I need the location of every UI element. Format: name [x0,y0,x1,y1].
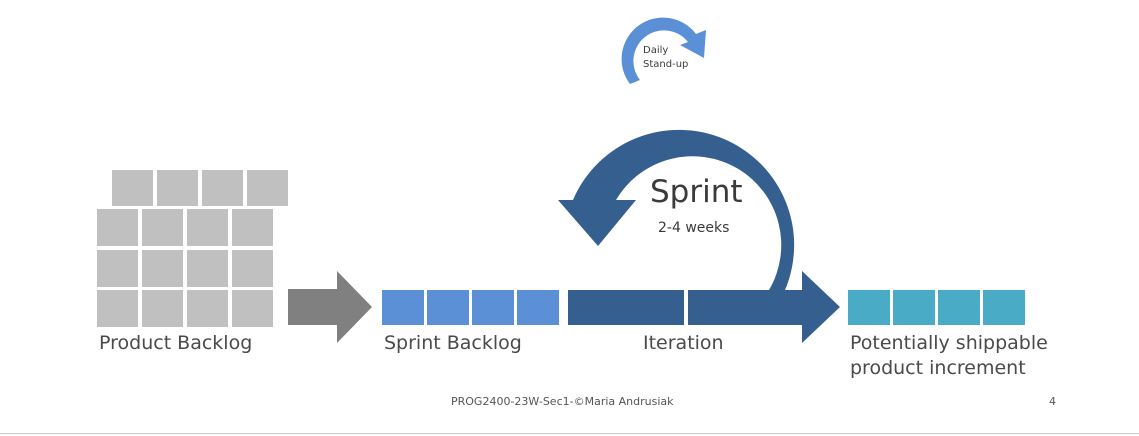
sprint-backlog-block [472,290,514,325]
backlog-block [232,250,273,287]
bottom-divider [0,433,1139,434]
standup-label-line2: Stand-up [643,59,689,70]
sprint-backlog-block [382,290,424,325]
increment-block [893,290,935,325]
footer-text: PROG2400-23W-Sec1-©Maria Andrusiak [451,395,674,408]
backlog-block [97,290,138,327]
sprint-backlog-block [517,290,559,325]
iteration-label: Iteration [643,332,724,354]
backlog-block [187,209,228,246]
increment-block [983,290,1025,325]
increment-block [848,290,890,325]
backlog-block [232,290,273,327]
product-backlog-label: Product Backlog [99,332,253,354]
backlog-block [247,170,288,206]
backlog-block [112,170,153,206]
iteration-bar [568,290,684,325]
page-number: 4 [1049,395,1056,408]
backlog-block [157,170,198,206]
backlog-block [202,170,243,206]
backlog-block [232,209,273,246]
sprint-backlog-label: Sprint Backlog [384,332,522,354]
product-backlog-blocks [97,170,288,327]
backlog-to-sprint-arrow [288,271,372,343]
sprint-duration: 2-4 weeks [658,220,730,236]
backlog-block [187,290,228,327]
backlog-block [142,209,183,246]
sprint-exit-arrowhead [688,271,840,343]
sprint-backlog-blocks [382,290,559,325]
increment-blocks [848,290,1025,325]
increment-block [938,290,980,325]
sprint-title: Sprint [650,174,743,210]
backlog-block [142,290,183,327]
sprint-backlog-block [427,290,469,325]
backlog-block [187,250,228,287]
sprint-loop-arrow [558,129,795,290]
backlog-block [97,209,138,246]
backlog-block [142,250,183,287]
daily-standup-label: Daily Stand-up [643,44,703,72]
standup-label-line1: Daily [643,45,669,56]
backlog-block [97,250,138,287]
daily-standup-arrow [621,17,706,85]
increment-label-line1: Potentially shippable [850,332,1048,354]
increment-label-line2: product increment [850,357,1026,379]
